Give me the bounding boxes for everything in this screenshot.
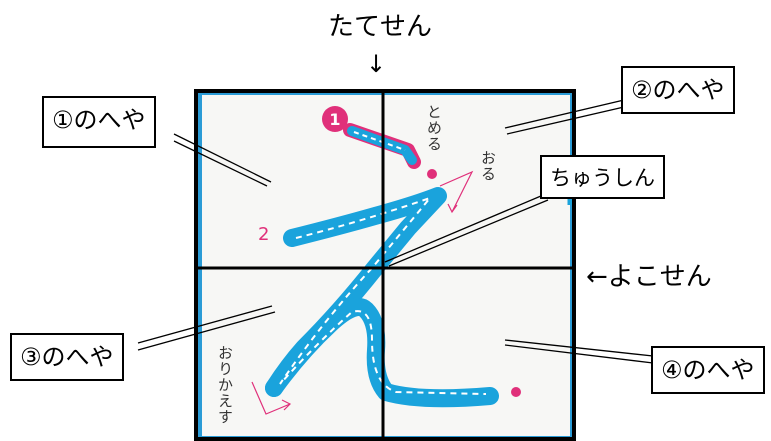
- grid-lines: [194, 89, 576, 441]
- stroke-2-number: 2: [258, 224, 270, 245]
- tatesen-arrow: ↓: [366, 50, 387, 78]
- orikaesu-arrow: [251, 381, 291, 415]
- leader-room1-b: [173, 140, 268, 187]
- stroke-1-end-dot: [427, 169, 437, 179]
- leader-center-a: [384, 192, 549, 263]
- room3-callout: ③のへや: [10, 333, 124, 381]
- stroke-1-number: 1: [322, 106, 348, 132]
- callout-leaders: [137, 99, 654, 364]
- orikaesu-note: おりかえす: [216, 345, 234, 425]
- leader-room4-a: [504, 339, 654, 357]
- stroke-2-end-dot: [511, 387, 521, 397]
- leader-center-b: [388, 199, 549, 267]
- oru-arrow-head: [447, 203, 458, 214]
- tatesen-label: たてせん: [328, 12, 433, 42]
- leader-room2-b: [506, 106, 625, 135]
- tomeru-note: とめる: [425, 104, 443, 152]
- direction-arrows: [251, 170, 474, 415]
- stroke-guide-dashes: [279, 195, 487, 395]
- stroke-2-tail: [265, 298, 499, 408]
- room2-callout: ②のへや: [621, 66, 735, 114]
- leader-room2-a: [504, 99, 625, 129]
- room1-callout: ①のへや: [42, 96, 156, 148]
- leader-room3-a: [137, 305, 273, 344]
- yokosen-label: ←よこせん: [586, 262, 712, 292]
- outer-grid: [194, 89, 576, 441]
- leader-room4-b: [504, 344, 654, 364]
- leader-room1-a: [173, 133, 272, 183]
- center-callout: ちゅうしん: [540, 155, 665, 199]
- orikaesu-arrow-head: [281, 399, 292, 411]
- character-strokes: [265, 123, 521, 408]
- stroke-1-dashes: [353, 131, 406, 151]
- room4-callout: ④のへや: [651, 346, 765, 394]
- leader-room3-b: [137, 311, 276, 351]
- oru-note: おる: [479, 150, 497, 182]
- oru-arrow: [439, 170, 474, 213]
